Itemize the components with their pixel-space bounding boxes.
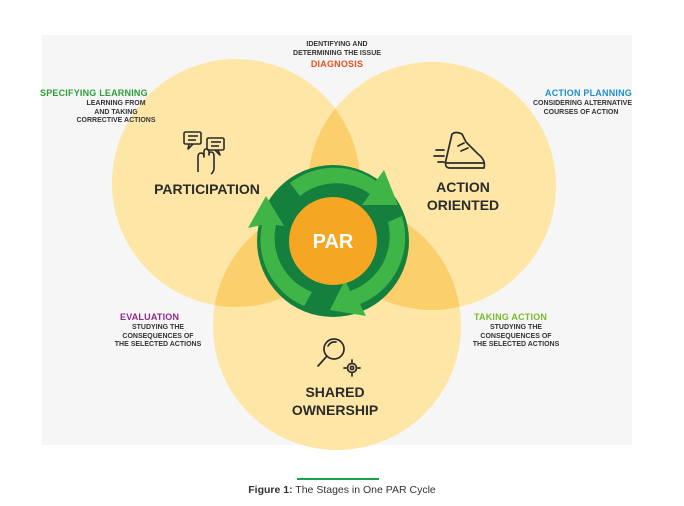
- shared-ownership-label-1: SHARED: [305, 384, 364, 400]
- par-core: [289, 197, 377, 285]
- taking-action-desc-2: CONSEQUENCES OF: [480, 332, 552, 340]
- specifying-title: SPECIFYING LEARNING: [40, 88, 148, 98]
- action-oriented-label-1: ACTION: [436, 179, 490, 195]
- shared-ownership-label-2: OWNERSHIP: [292, 402, 378, 418]
- cycle-arrow-2: [330, 216, 406, 316]
- caption-prefix: Figure 1:: [248, 484, 293, 496]
- taking-action-desc-3: THE SELECTED ACTIONS: [472, 341, 560, 348]
- taking-action-desc-1: STUDYING THE: [489, 324, 543, 331]
- taking-action-annotation: TAKING ACTION STUDYING THE CONSEQUENCES …: [462, 312, 570, 350]
- diagnosis-title: DIAGNOSIS: [310, 59, 364, 69]
- action-planning-title: ACTION PLANNING: [545, 88, 632, 98]
- evaluation-desc-3: THE SELECTED ACTIONS: [114, 341, 202, 348]
- evaluation-title: EVALUATION: [120, 312, 180, 322]
- diagnosis-annotation: IDENTIFYING AND DETERMINING THE ISSUE DI…: [262, 41, 412, 69]
- chat-hand-icon: [183, 131, 225, 175]
- action-planning-desc-2: COURSES OF ACTION: [543, 108, 619, 116]
- running-shoe-icon: [433, 131, 486, 169]
- evaluation-desc-2: CONSEQUENCES OF: [122, 332, 194, 340]
- search-gear-icon: [317, 338, 361, 377]
- evaluation-desc-1: STUDYING THE: [131, 324, 185, 331]
- evaluation-annotation: EVALUATION STUDYING THE CONSEQUENCES OF …: [104, 312, 212, 350]
- par-center-label: PAR: [313, 231, 354, 253]
- specifying-desc-1: LEARNING FROM: [86, 100, 146, 107]
- specifying-annotation: SPECIFYING LEARNING LEARNING FROM AND TA…: [40, 88, 172, 126]
- cycle-ring: [248, 165, 409, 317]
- specifying-desc-3: CORRECTIVE ACTIONS: [76, 117, 156, 124]
- cycle-arrow-1: [290, 167, 398, 205]
- taking-action-title: TAKING ACTION: [474, 312, 548, 322]
- diagnosis-desc-2: DETERMINING THE ISSUE: [293, 49, 381, 57]
- cycle-arrow-3: [248, 196, 312, 306]
- action-planning-annotation: ACTION PLANNING CONSIDERING ALTERNATIVE …: [512, 88, 632, 117]
- specifying-desc-2: AND TAKING: [94, 108, 138, 116]
- participation-label: PARTICIPATION: [154, 181, 260, 197]
- diagnosis-desc-1: IDENTIFYING AND: [306, 41, 368, 48]
- action-oriented-label-2: ORIENTED: [427, 197, 499, 213]
- action-planning-desc-1: CONSIDERING ALTERNATIVE: [532, 100, 632, 107]
- caption-rule: [297, 478, 379, 480]
- figure-caption: Figure 1: The Stages in One PAR Cycle: [0, 484, 684, 496]
- caption-text: The Stages in One PAR Cycle: [292, 484, 436, 496]
